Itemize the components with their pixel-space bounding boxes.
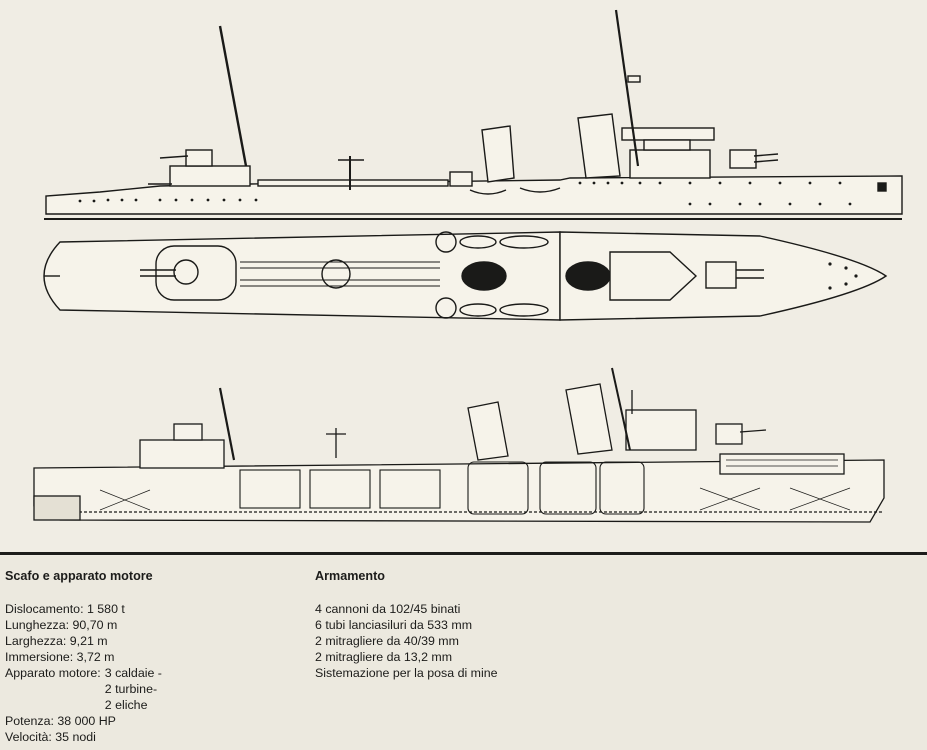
side-profile [44,9,903,220]
hull-engine-specs: Scafo e apparato motore Dislocamento: 1 … [5,568,305,745]
spec-engine: Apparato motore: 3 caldaie - 2 turbine- … [5,665,305,713]
armament-specs: Armamento 4 cannoni da 102/45 binati 6 t… [315,568,735,681]
section-divider [0,552,927,555]
spec-engine-line: 2 turbine- [104,682,158,696]
spec-length: Lunghezza: 90,70 m [5,618,118,632]
spec-draught: Immersione: 3,72 m [5,650,115,664]
specs-heading: Scafo e apparato motore [5,569,153,583]
spec-displacement: Dislocamento: 1 580 t [5,602,125,616]
armament-item: 2 mitragliere da 13,2 mm [315,650,453,664]
spec-engine-line: 3 caldaie - [104,666,162,680]
plan-view [43,231,888,321]
spec-speed: Velocità: 35 nodi [5,730,96,744]
spec-engine-line: 2 eliche [104,698,148,712]
cutaway-section [33,367,885,523]
spec-engine-lines: 3 caldaie - 2 turbine- 2 eliche [101,665,162,713]
armament-heading: Armamento [315,569,385,583]
ship-drawing [33,9,903,523]
armament-item: Sistemazione per la posa di mine [315,666,498,680]
armament-item: 2 mitragliere da 40/39 mm [315,634,459,648]
spec-engine-label: Apparato motore: [5,666,101,680]
spec-beam: Larghezza: 9,21 m [5,634,108,648]
armament-item: 6 tubi lanciasiluri da 533 mm [315,618,473,632]
spec-power: Potenza: 38 000 HP [5,714,116,728]
armament-item: 4 cannoni da 102/45 binati [315,602,461,616]
